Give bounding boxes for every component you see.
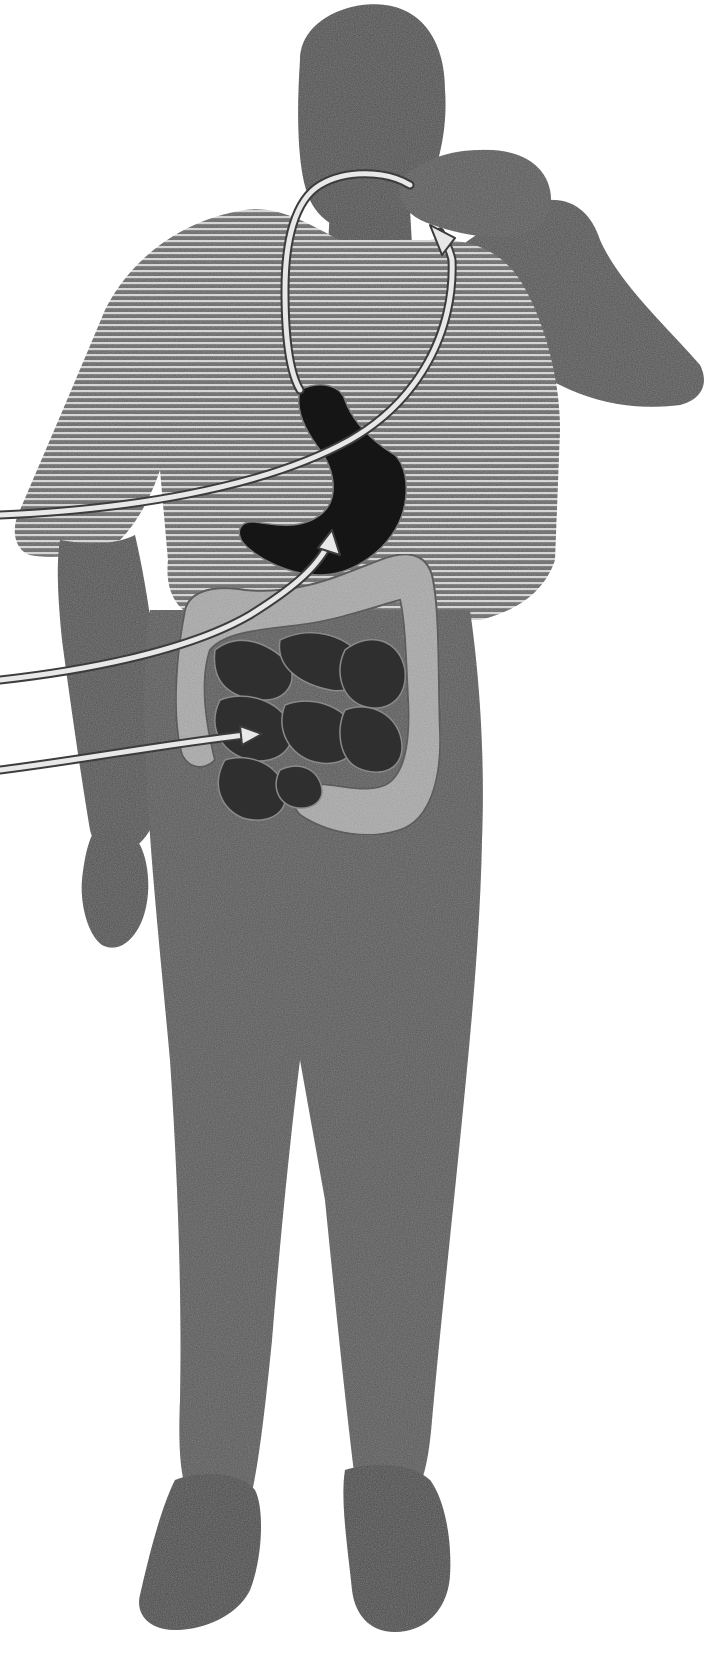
neck bbox=[328, 210, 412, 245]
hanging-hand bbox=[82, 828, 149, 948]
right-shoe bbox=[343, 1465, 450, 1632]
left-shoe bbox=[139, 1474, 261, 1630]
